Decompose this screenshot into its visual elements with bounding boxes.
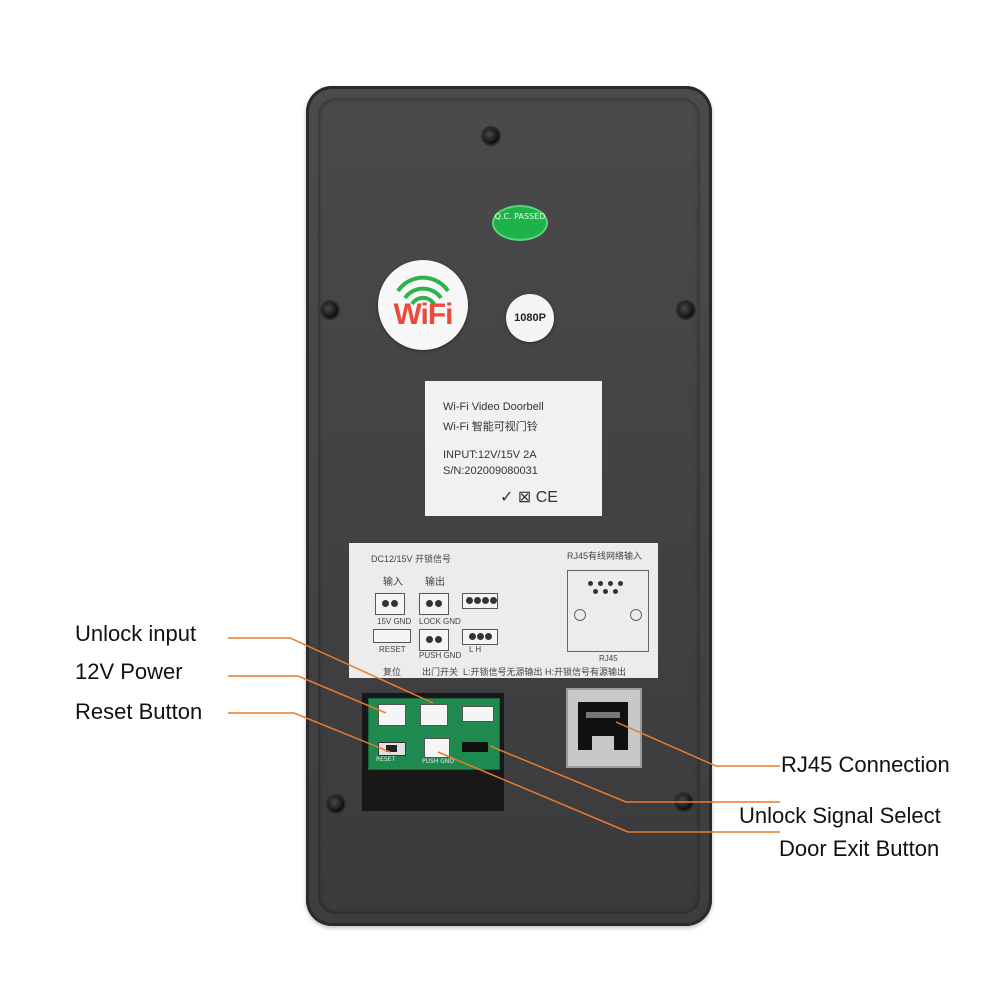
leader-reset xyxy=(228,712,391,753)
wiring-left-title: DC12/15V 开锁信号 xyxy=(371,554,452,564)
rj45-port xyxy=(566,688,642,768)
callout-rj45: RJ45 Connection xyxy=(781,752,950,777)
qc-passed-sticker: Q.C. PASSED xyxy=(492,205,548,241)
callout-reset-button: Reset Button xyxy=(75,699,203,724)
wifi-logo-text: WiFi xyxy=(393,298,453,331)
wiring-note-cn: L:开锁信号无源输出 H:开锁信号有源输出 xyxy=(463,667,627,677)
reset-button xyxy=(378,742,406,756)
terminal-lock-diagram xyxy=(419,593,449,615)
certification-marks: ✓ ⊠ CE xyxy=(500,489,558,506)
screw-upper-right xyxy=(678,302,694,318)
wiring-input-label: 输入 xyxy=(383,577,403,588)
wiring-reset-cn: 复位 xyxy=(383,667,402,677)
reset-button-diagram xyxy=(373,629,411,643)
wiring-rj45-text: RJ45 xyxy=(599,654,618,663)
lock-terminal xyxy=(420,704,448,726)
power-terminal xyxy=(378,704,406,726)
leader-rj45 xyxy=(615,721,780,767)
wiring-terminal2-text: LOCK GND xyxy=(419,617,461,626)
wifi-icon xyxy=(396,275,450,306)
leader-power xyxy=(228,675,387,714)
circuit-board: RESET PUSH GND xyxy=(368,698,500,770)
callout-power: 12V Power xyxy=(75,659,183,684)
leader-unlock-input xyxy=(228,637,434,704)
product-label: Wi-Fi Video Doorbell Wi-Fi 智能可视门铃 INPUT:… xyxy=(425,381,602,516)
wiring-label: DC12/15V 开锁信号 RJ45有线网络输入 输入 输出 15V GND L… xyxy=(349,543,658,678)
wifi-sticker: WiFi xyxy=(378,260,468,350)
resolution-sticker: 1080P xyxy=(506,294,554,342)
leader-unlock-signal xyxy=(489,745,780,803)
jumper xyxy=(462,742,488,752)
qc-text: Q.C. PASSED xyxy=(494,212,546,221)
callout-unlock-input: Unlock input xyxy=(75,621,197,646)
terminal-push-diagram xyxy=(419,629,449,651)
jumper-diagram xyxy=(462,629,498,645)
terminal-4pin-diagram xyxy=(462,593,498,609)
wiring-terminal1-text: 15V GND xyxy=(377,617,412,626)
wiring-right-title: RJ45有线网络输入 xyxy=(567,551,643,561)
wiring-output-label: 输出 xyxy=(425,577,445,588)
terminal-power-diagram xyxy=(375,593,405,615)
wiring-lh-text: L H xyxy=(469,645,482,654)
serial-number: S/N:202009080031 xyxy=(443,465,538,477)
product-name-en: Wi-Fi Video Doorbell xyxy=(443,401,544,413)
wiring-reset-text: RESET xyxy=(379,645,406,654)
four-pin-terminal xyxy=(462,706,494,722)
input-rating: INPUT:12V/15V 2A xyxy=(443,449,537,461)
screw-lower-left xyxy=(328,796,344,812)
pcb-reset-text: RESET xyxy=(376,756,396,763)
push-terminal xyxy=(424,738,450,758)
product-name-cn: Wi-Fi 智能可视门铃 xyxy=(443,421,538,433)
callout-unlock-signal: Unlock Signal Select xyxy=(739,803,941,828)
leader-door-exit xyxy=(437,751,780,833)
callout-door-exit: Door Exit Button xyxy=(779,836,940,861)
wiring-exit-switch-cn: 出门开关 xyxy=(422,667,459,677)
pcb-push-text: PUSH GND xyxy=(422,758,454,765)
screw-top xyxy=(483,128,499,144)
rj45-diagram xyxy=(567,570,649,652)
wiring-push-text: PUSH GND xyxy=(419,651,462,660)
screw-upper-left xyxy=(322,302,338,318)
